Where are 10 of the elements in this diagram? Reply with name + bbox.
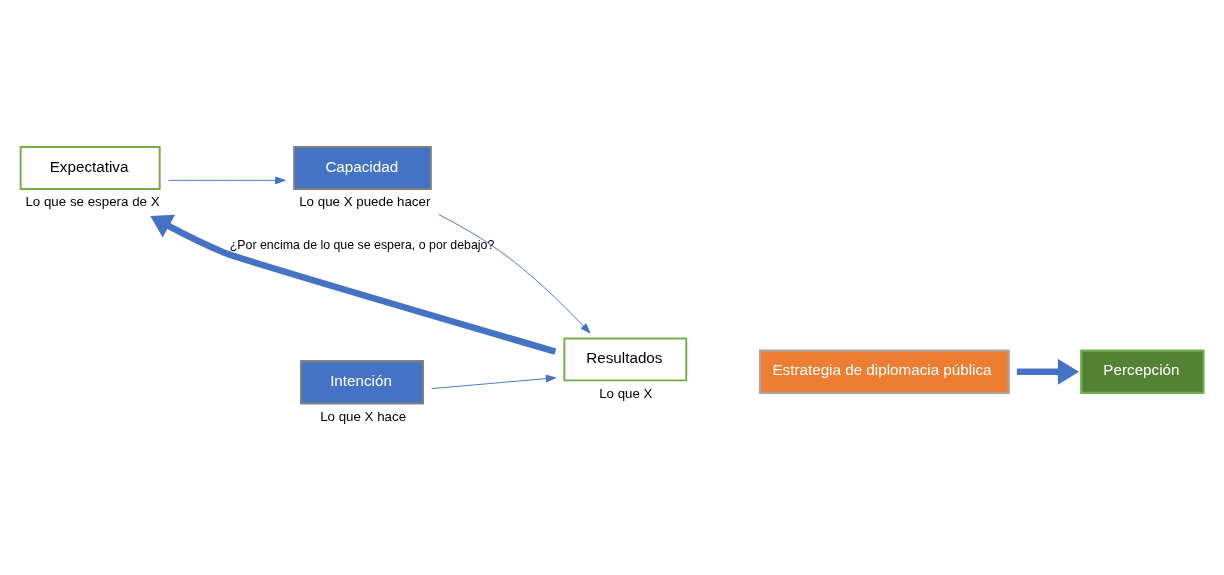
arrow <box>168 176 286 185</box>
arrow <box>431 374 557 390</box>
arrow <box>1016 358 1080 385</box>
arrow <box>438 213 591 334</box>
node-label: Lo que X hace <box>320 408 407 424</box>
arrow <box>150 214 557 355</box>
edge-label: ¿Por encima de lo que se espera, o por debajo? <box>229 238 495 253</box>
node-label: Lo que se espera de X <box>25 194 160 210</box>
node-label: Lo que X puede hacer <box>299 194 431 210</box>
node-label: Lo que X <box>599 385 653 401</box>
